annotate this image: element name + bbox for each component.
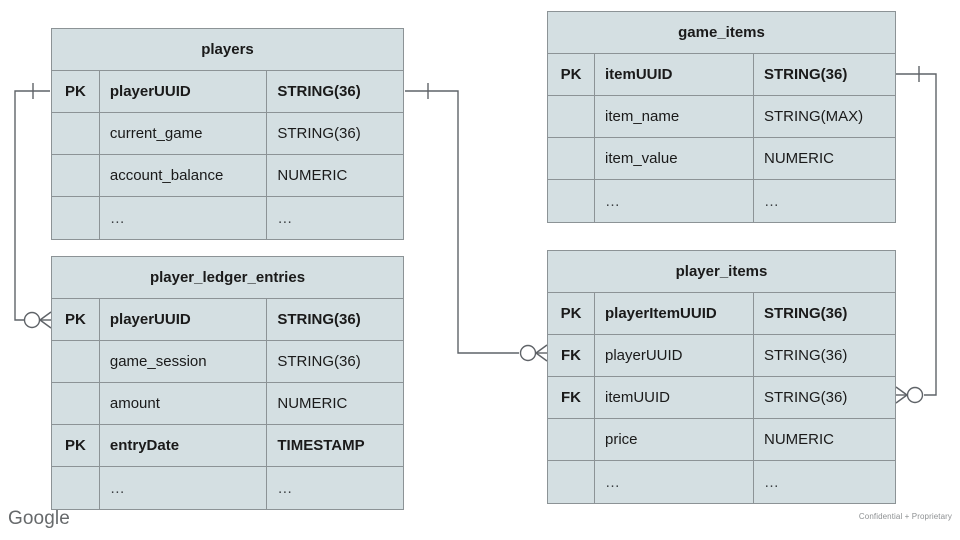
attribute-type: STRING(36)	[277, 83, 361, 100]
key-badge: PK	[52, 425, 100, 466]
cardinality-zero-circle	[519, 344, 537, 362]
attribute-row[interactable]: ……	[548, 461, 895, 503]
attribute-name: price	[595, 419, 754, 460]
key-badge: FK	[548, 377, 595, 418]
key-badge	[548, 419, 595, 460]
attribute-type: …	[764, 192, 780, 210]
google-wordmark: Google	[8, 508, 70, 529]
cardinality-many-crowfoot	[535, 344, 548, 362]
key-badge	[548, 180, 595, 222]
key-badge	[52, 383, 100, 424]
key-badge: PK	[52, 71, 100, 112]
attribute-type: NUMERIC	[764, 150, 834, 167]
attribute-name: playerUUID	[100, 299, 268, 340]
entity-title: player_ledger_entries	[52, 257, 403, 299]
key-badge: PK	[548, 54, 595, 95]
attribute-name: itemUUID	[595, 377, 754, 418]
attribute-type: STRING(36)	[764, 305, 848, 322]
attribute-name: current_game	[100, 113, 268, 154]
entity-title: players	[52, 29, 403, 71]
attribute-type: STRING(36)	[277, 125, 361, 142]
attribute-type: STRING(36)	[764, 389, 848, 406]
connector-game-items-to-player-items	[895, 66, 937, 404]
attribute-row[interactable]: price NUMERIC	[548, 419, 895, 461]
attribute-type: TIMESTAMP	[277, 437, 365, 454]
key-badge	[52, 467, 100, 509]
connector-players-to-player-items	[405, 83, 548, 362]
attribute-name: …	[100, 197, 268, 239]
attribute-name: item_value	[595, 138, 754, 179]
attribute-type: …	[764, 473, 780, 491]
attribute-type: STRING(36)	[764, 347, 848, 364]
connector-players-to-ledger	[14, 83, 52, 329]
key-badge: PK	[548, 293, 595, 334]
key-badge	[52, 113, 100, 154]
attribute-type: STRING(36)	[277, 311, 361, 328]
attribute-row[interactable]: ……	[52, 197, 403, 239]
cardinality-zero-circle	[906, 386, 924, 404]
key-badge	[52, 341, 100, 382]
attribute-row[interactable]: ……	[52, 467, 403, 509]
attribute-type: …	[277, 209, 294, 227]
key-badge	[52, 155, 100, 196]
attribute-type: STRING(MAX)	[764, 108, 864, 125]
attribute-type: NUMERIC	[277, 395, 348, 412]
attribute-name: amount	[100, 383, 268, 424]
attribute-row[interactable]: item_name STRING(MAX)	[548, 96, 895, 138]
attribute-name: game_session	[100, 341, 268, 382]
attribute-name: …	[100, 467, 268, 509]
attribute-name: …	[595, 461, 754, 503]
attribute-type: NUMERIC	[277, 167, 348, 184]
attribute-row[interactable]: ……	[548, 180, 895, 222]
attribute-name: itemUUID	[595, 54, 754, 95]
key-badge: PK	[52, 299, 100, 340]
key-badge	[52, 197, 100, 239]
attribute-name: playerUUID	[100, 71, 268, 112]
key-badge	[548, 96, 595, 137]
confidentiality-notice: Confidential + Proprietary	[858, 512, 952, 521]
key-badge	[548, 138, 595, 179]
attribute-row[interactable]: account_balance NUMERIC	[52, 155, 403, 197]
attribute-type: …	[277, 479, 294, 497]
key-badge	[548, 461, 595, 503]
cardinality-many-crowfoot	[39, 311, 52, 329]
attribute-row[interactable]: current_game STRING(36)	[52, 113, 403, 155]
attribute-row[interactable]: amount NUMERIC	[52, 383, 403, 425]
attribute-name: …	[595, 180, 754, 222]
attribute-name: playerItemUUID	[595, 293, 754, 334]
attribute-row[interactable]: item_value NUMERIC	[548, 138, 895, 180]
attribute-type: NUMERIC	[764, 431, 834, 448]
entity-title: player_items	[548, 251, 895, 293]
cardinality-zero-circle	[23, 311, 41, 329]
attribute-type: STRING(36)	[764, 66, 848, 83]
entity-title: game_items	[548, 12, 895, 54]
key-badge: FK	[548, 335, 595, 376]
attribute-row[interactable]: game_session STRING(36)	[52, 341, 403, 383]
attribute-name: account_balance	[100, 155, 268, 196]
cardinality-many-crowfoot	[895, 386, 908, 404]
attribute-name: item_name	[595, 96, 754, 137]
attribute-type: STRING(36)	[277, 353, 361, 370]
attribute-name: entryDate	[100, 425, 268, 466]
attribute-name: playerUUID	[595, 335, 754, 376]
